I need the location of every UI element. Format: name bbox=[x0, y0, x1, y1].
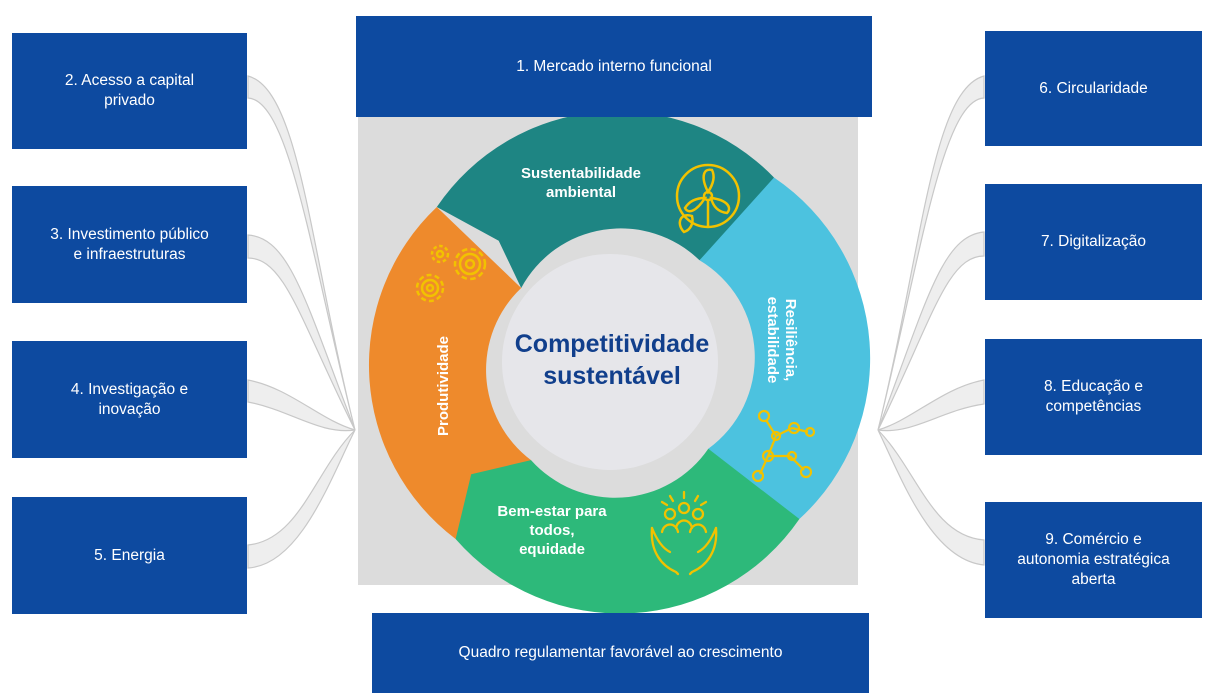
segment-wellbeing bbox=[455, 448, 800, 614]
network-nodes-icon bbox=[751, 409, 816, 483]
box-public-investment: 3. Investimento público e infraestruturas bbox=[12, 186, 247, 303]
box-label-line1: 9. Comércio e bbox=[1045, 531, 1142, 549]
box-label-line2: e infraestruturas bbox=[73, 245, 186, 263]
box-label: Quadro regulamentar favorável ao crescim… bbox=[458, 644, 783, 662]
left-bracket bbox=[247, 75, 356, 569]
segment-productivity bbox=[368, 207, 531, 539]
center-title-line2: sustentável bbox=[543, 362, 681, 390]
box-label-line1: 5. Energia bbox=[94, 546, 165, 564]
box-access-private-capital: 2. Acesso a capital privado bbox=[12, 33, 247, 149]
hands-holding-people-icon bbox=[650, 490, 718, 576]
segment-resilience bbox=[699, 177, 871, 519]
box-label-line1: 6. Circularidade bbox=[1039, 79, 1148, 97]
cycle-ring bbox=[368, 111, 871, 614]
box-label-line2: competências bbox=[1045, 398, 1142, 415]
box-education-skills: 8. Educação e competências bbox=[985, 339, 1202, 455]
box-label-line1: 7. Digitalização bbox=[1040, 233, 1147, 251]
box-label-line1: 3. Investimento público bbox=[50, 225, 209, 243]
box-label-line2: inovação bbox=[98, 400, 161, 418]
segment-label-wellbeing-line2: todos, bbox=[530, 522, 575, 539]
segment-label-environment-line1: Sustentabilidade bbox=[521, 165, 641, 182]
box-label-line3: aberta bbox=[1071, 570, 1116, 588]
box-energy: 5. Energia bbox=[12, 497, 247, 614]
gears-icon bbox=[415, 244, 487, 303]
box-label-line1: 8. Educação e bbox=[1043, 378, 1144, 396]
segment-label-resilience-line1: Resiliência, bbox=[782, 299, 799, 382]
box-label-line1: 2. Acesso a capital bbox=[64, 72, 195, 90]
box-label: 1. Mercado interno funcional bbox=[516, 57, 712, 75]
box-label-line2: autonomia estratégica bbox=[1017, 551, 1170, 569]
right-bracket bbox=[877, 75, 985, 566]
box-label-line1: 4. Investigação e bbox=[70, 380, 189, 398]
segment-label-wellbeing-line3: equidade bbox=[519, 541, 585, 558]
box-circularity: 6. Circularidade bbox=[985, 31, 1202, 146]
box-research-innovation: 4. Investigação e inovação bbox=[12, 341, 247, 458]
box-digitalization: 7. Digitalização bbox=[985, 184, 1202, 300]
box-label-line2: privado bbox=[104, 92, 155, 109]
center-circle bbox=[502, 254, 718, 470]
center-title-line1: Competitividade bbox=[515, 330, 710, 358]
segment-environment bbox=[436, 111, 774, 288]
segment-label-resilience-line2: estabilidade bbox=[764, 297, 781, 384]
segment-label-wellbeing-line1: Bem-estar para bbox=[497, 503, 607, 520]
segment-label-productivity: Produtividade bbox=[435, 336, 452, 436]
box-regulatory-framework: Quadro regulamentar favorável ao crescim… bbox=[372, 613, 869, 693]
segment-label-resilience: Resiliência, estabilidade bbox=[764, 297, 799, 384]
segment-label-environment-line2: ambiental bbox=[546, 184, 616, 201]
box-functional-internal-market: 1. Mercado interno funcional bbox=[356, 16, 872, 117]
wind-turbine-leaf-icon bbox=[675, 163, 741, 234]
